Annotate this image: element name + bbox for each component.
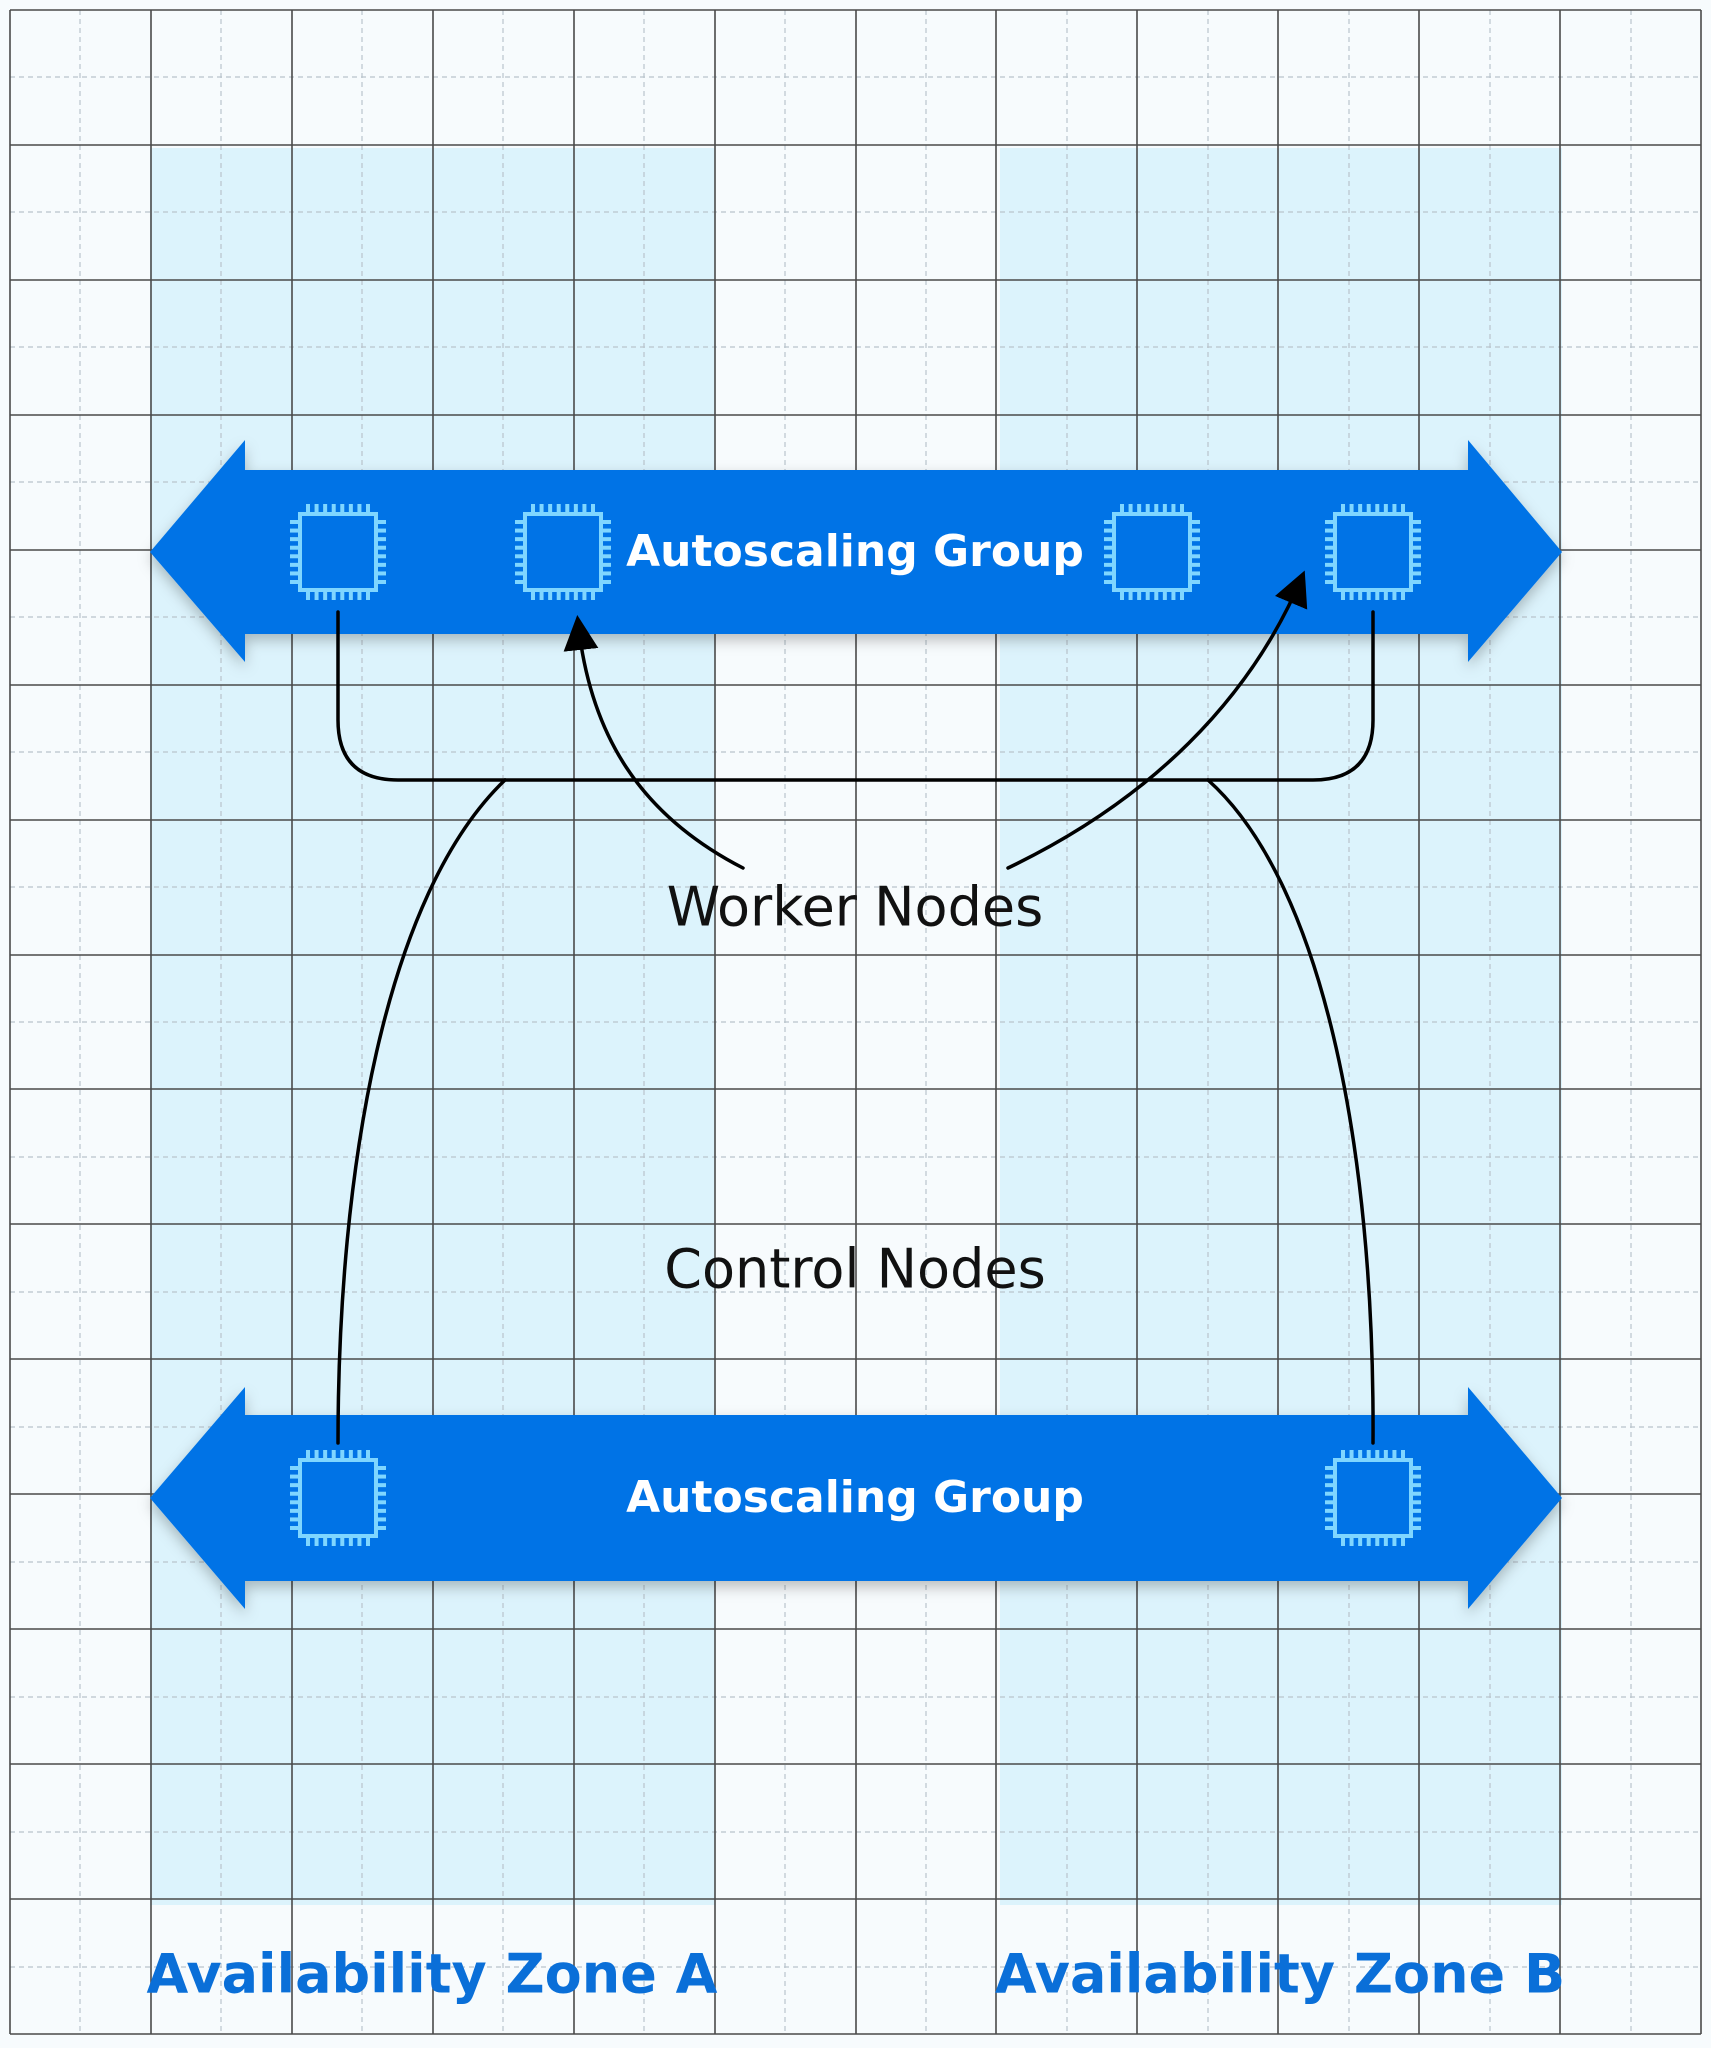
node-chips	[290, 504, 1421, 1546]
worker-bracket-connector	[336, 610, 1375, 782]
control-autoscaling-group-band	[150, 1387, 1562, 1609]
availability-zone-b-label: Availability Zone B	[995, 1943, 1565, 2006]
cpu-chip-icon	[1325, 504, 1421, 600]
cpu-chip-icon	[515, 504, 611, 600]
worker-nodes-label: Worker Nodes	[667, 876, 1043, 939]
cpu-chip-icon	[290, 504, 386, 600]
worker-autoscaling-group-band	[150, 440, 1562, 662]
connector-lines	[336, 570, 1375, 1445]
cpu-chip-icon	[1325, 1450, 1421, 1546]
cpu-chip-icon	[290, 1450, 386, 1546]
control-group-label: Autoscaling Group	[626, 1472, 1084, 1523]
worker-group-label: Autoscaling Group	[626, 526, 1084, 577]
availability-zone-b-area	[1000, 148, 1562, 1905]
worker-nodes-arrow-left	[563, 615, 745, 870]
control-nodes-label: Control Nodes	[664, 1238, 1045, 1301]
cpu-chip-icon	[1104, 504, 1200, 600]
availability-zone-a-label: Availability Zone A	[147, 1943, 718, 2006]
control-node-b-connector	[1206, 778, 1375, 1445]
worker-nodes-arrow-right	[1006, 570, 1308, 870]
control-node-a-connector	[336, 778, 507, 1445]
